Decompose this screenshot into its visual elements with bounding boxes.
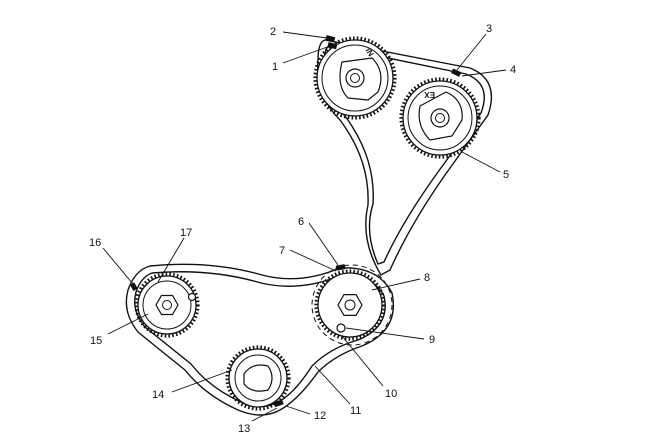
- callout-7: 7: [279, 245, 285, 257]
- callout-16: 16: [89, 237, 101, 249]
- intake-cam-sprocket: IN: [313, 36, 397, 120]
- callout-12: 12: [314, 410, 326, 422]
- callout-4: 4: [510, 64, 516, 76]
- callout-13: 13: [238, 423, 250, 435]
- callout-9: 9: [429, 334, 435, 346]
- balance-shaft-sprocket-bottom: [225, 345, 291, 411]
- timing-mark-links: [129, 35, 462, 408]
- callout-3: 3: [486, 23, 492, 35]
- callout-8: 8: [424, 272, 430, 284]
- callout-1: 1: [272, 61, 278, 73]
- callout-11: 11: [350, 405, 361, 417]
- callout-10: 10: [385, 388, 397, 400]
- callout-2: 2: [270, 26, 276, 38]
- callout-17: 17: [180, 227, 192, 239]
- crankshaft-sprocket: [311, 264, 393, 346]
- callout-14: 14: [152, 389, 164, 401]
- callout-6: 6: [298, 216, 304, 228]
- exhaust-cam-sprocket: EX: [399, 77, 481, 159]
- intake-stamp: IN: [364, 47, 376, 59]
- callout-15: 15: [90, 335, 102, 347]
- callout-5: 5: [503, 169, 509, 181]
- balance-shaft-sprocket-left: [134, 272, 200, 338]
- callout-leaders: [102, 31, 507, 422]
- callout-labels: 1 2 3 4 5 6 7 8 9 10 11 12 13 14 15 16 1…: [89, 23, 516, 435]
- exhaust-stamp: EX: [424, 90, 435, 99]
